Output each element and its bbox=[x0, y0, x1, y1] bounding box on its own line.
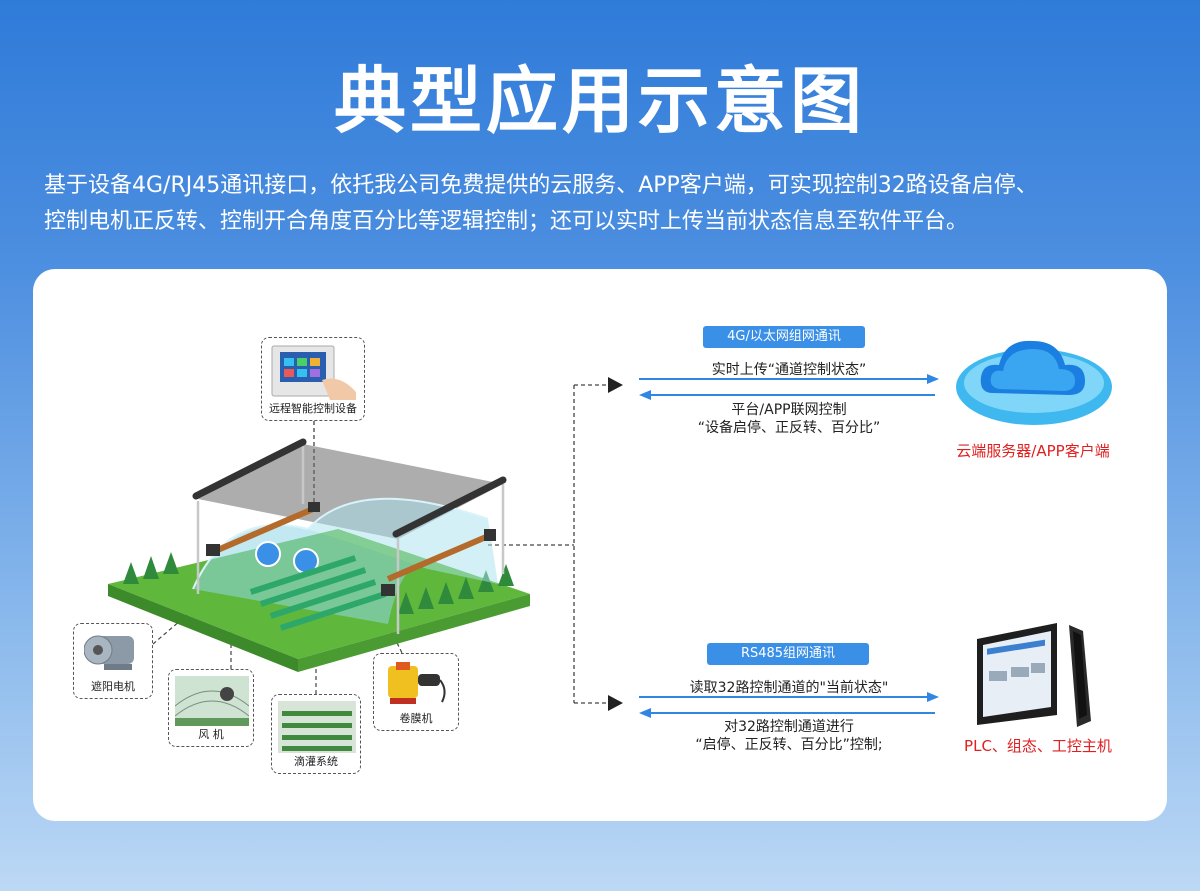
greenhouse-illustration bbox=[108, 438, 530, 672]
diagram-card: 远程智能控制设备 遮阳电机 风 机 bbox=[33, 269, 1167, 821]
industrial-pc-icon bbox=[977, 623, 1091, 727]
drip-icon bbox=[278, 701, 356, 753]
roller-card: 卷膜机 bbox=[373, 653, 459, 731]
description: 基于设备4G/RJ45通讯接口，依托我公司免费提供的云服务、APP客户端，可实现… bbox=[44, 168, 1174, 240]
top-link-tag: 4G/以太网组网通讯 bbox=[703, 326, 865, 348]
fan-card: 风 机 bbox=[168, 669, 254, 747]
fan-icon bbox=[175, 676, 249, 726]
page-title: 典型应用示意图 bbox=[333, 59, 866, 143]
bottom-control-line-2: “启停、正反转、百分比”控制; bbox=[695, 737, 883, 753]
bottom-link-tag: RS485组网通讯 bbox=[707, 643, 869, 665]
control-device-card: 远程智能控制设备 bbox=[261, 337, 365, 421]
bottom-read-text: 读取32路控制通道的"当前状态" bbox=[689, 680, 889, 696]
connector-lines bbox=[152, 374, 939, 718]
motor-icon bbox=[84, 635, 134, 670]
drip-card: 滴灌系统 bbox=[271, 694, 361, 774]
roller-label: 卷膜机 bbox=[399, 712, 433, 725]
top-upload-text: 实时上传“通道控制状态” bbox=[711, 362, 867, 378]
cloud-icon bbox=[956, 340, 1112, 425]
motor-card: 遮阳电机 bbox=[73, 623, 153, 699]
description-line-2: 控制电机正反转、控制开合角度百分比等逻辑控制；还可以实时上传当前状态信息至软件平… bbox=[44, 209, 969, 234]
control-device-label: 远程智能控制设备 bbox=[269, 402, 357, 415]
bottom-control-line-1: 对32路控制通道进行 bbox=[724, 719, 854, 735]
control-device-icon bbox=[271, 345, 356, 400]
top-control-line-2: “设备启停、正反转、百分比” bbox=[697, 420, 881, 436]
cloud-target-label: 云端服务器/APP客户端 bbox=[956, 442, 1110, 460]
roller-icon bbox=[388, 662, 446, 704]
pc-target-label: PLC、组态、工控主机 bbox=[964, 737, 1112, 755]
top-control-line-1: 平台/APP联网控制 bbox=[731, 402, 847, 418]
fan-label: 风 机 bbox=[198, 728, 224, 741]
drip-label: 滴灌系统 bbox=[294, 755, 338, 768]
motor-label: 遮阳电机 bbox=[91, 680, 135, 693]
description-line-1: 基于设备4G/RJ45通讯接口，依托我公司免费提供的云服务、APP客户端，可实现… bbox=[44, 173, 1038, 198]
